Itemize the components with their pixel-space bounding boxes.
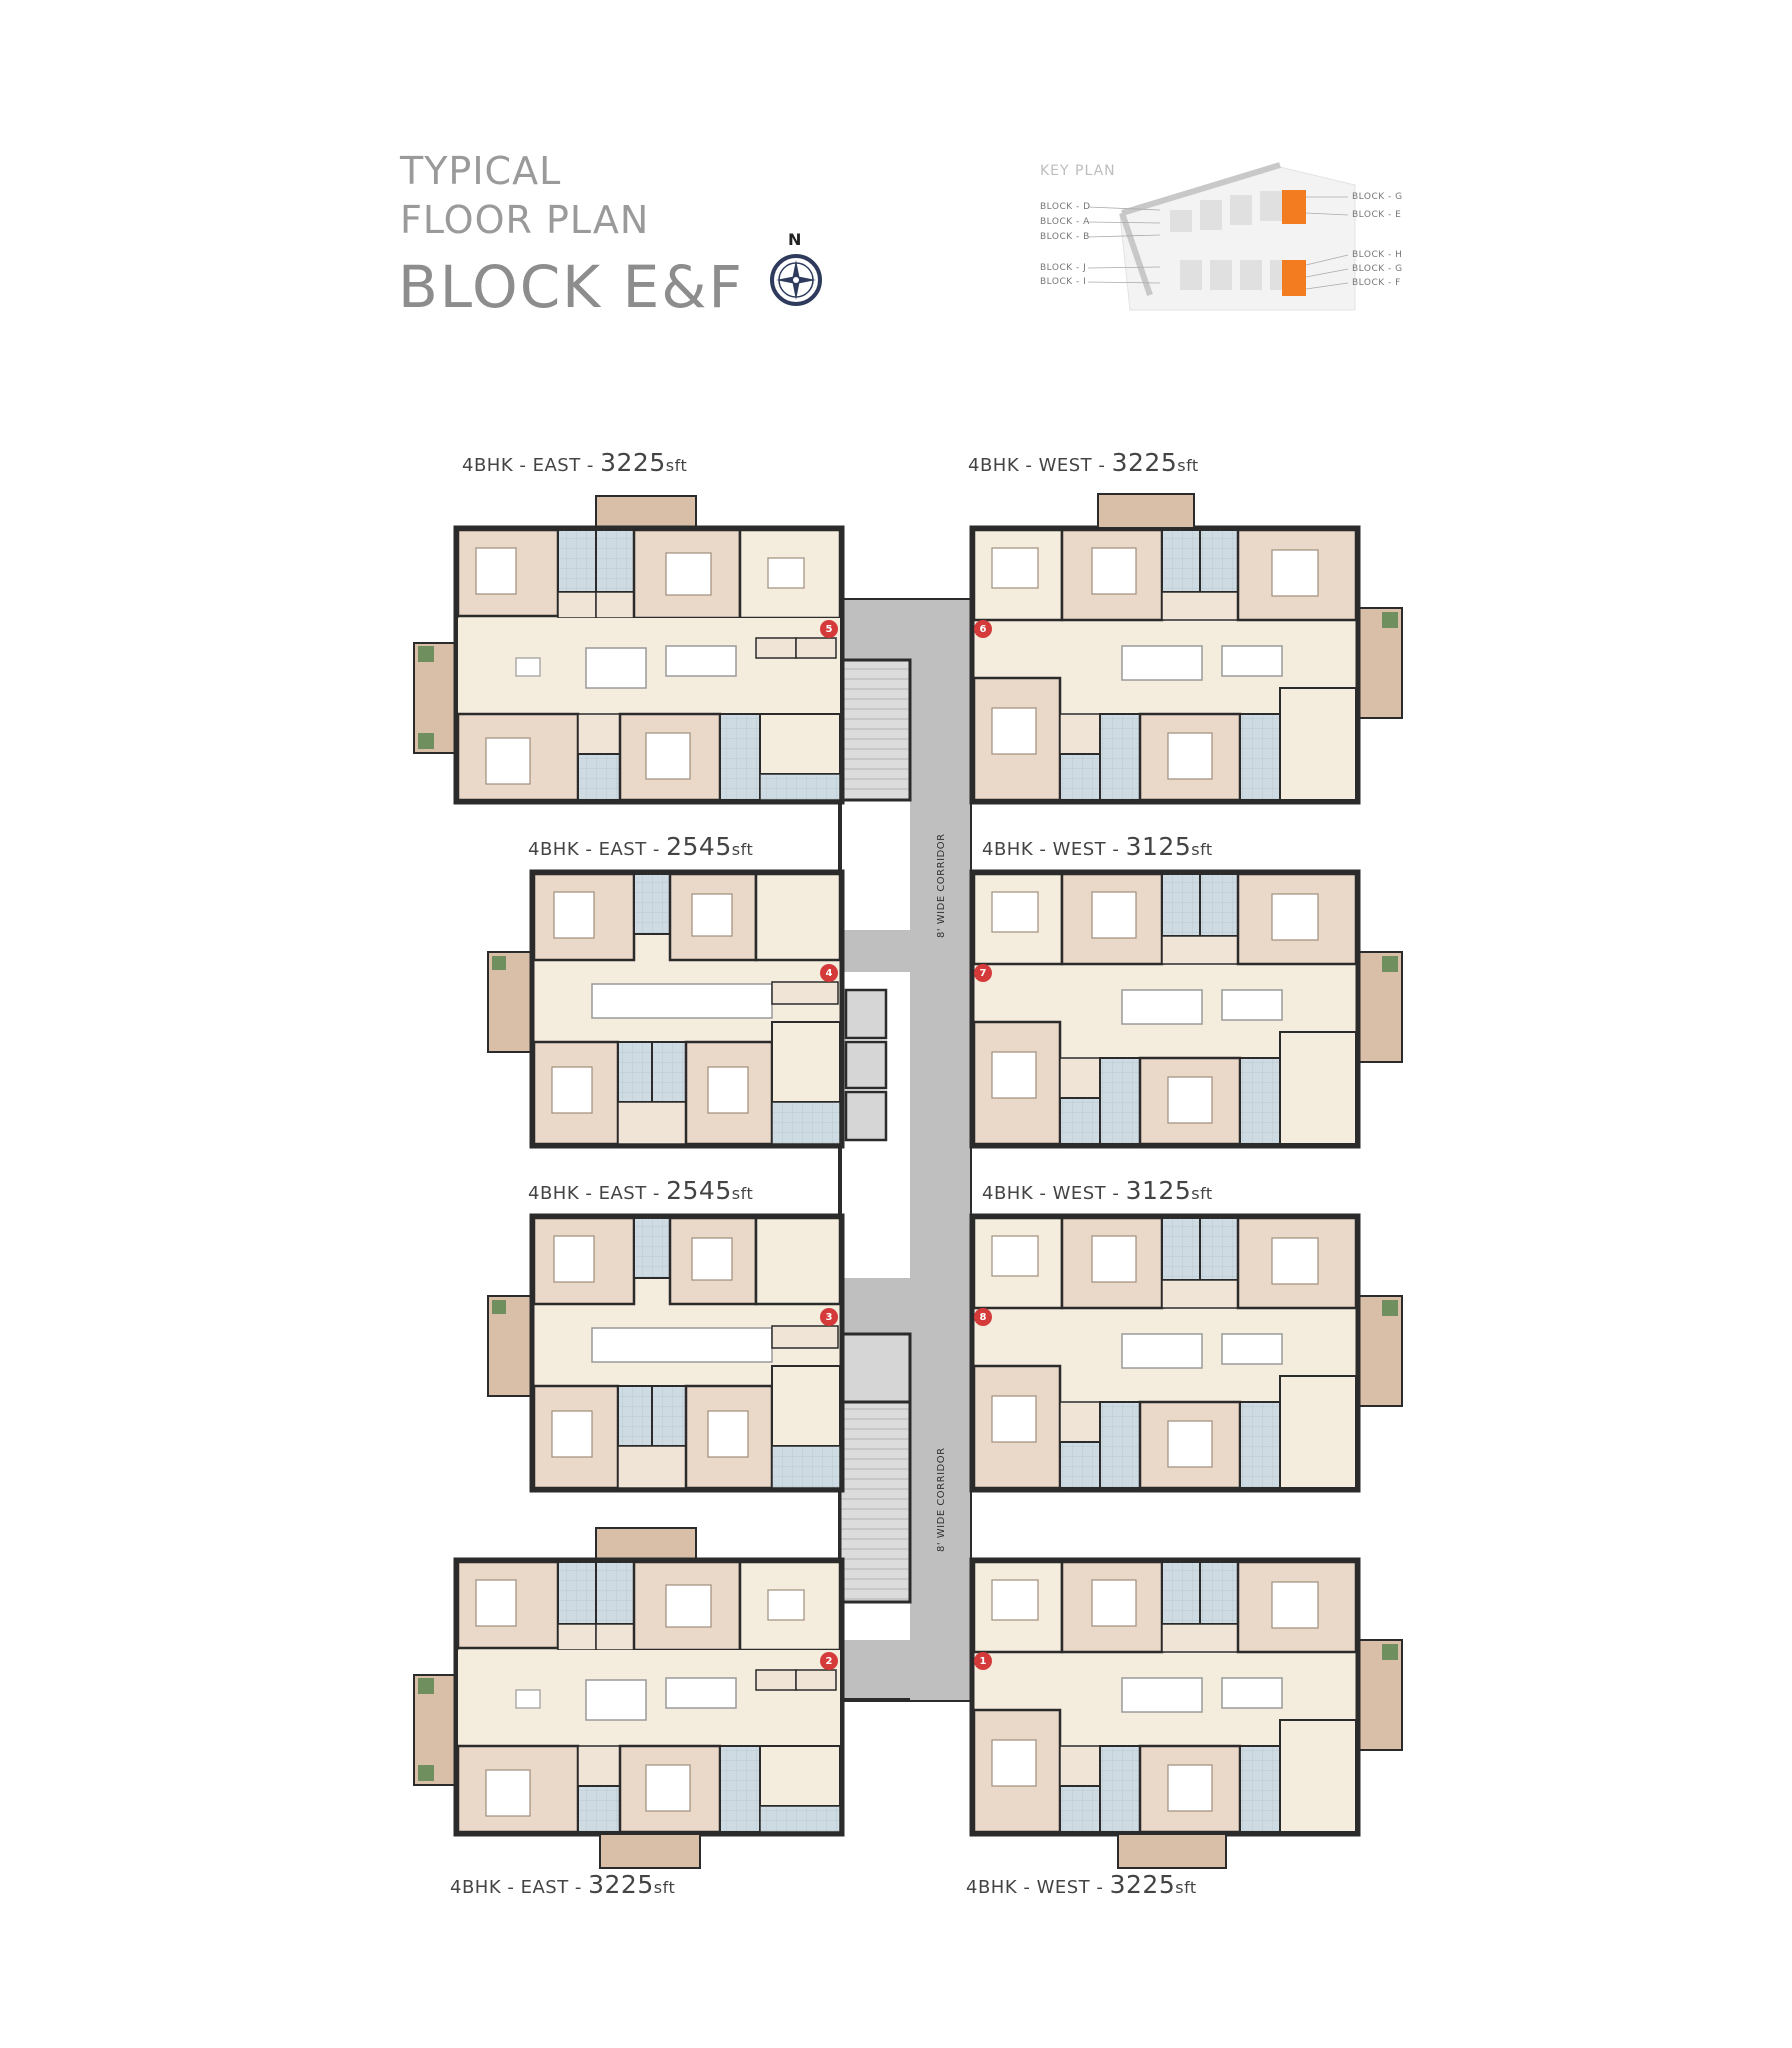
key-plan-right-label-2: BLOCK - E bbox=[1352, 210, 1402, 220]
staircase-upper bbox=[838, 658, 912, 802]
unit-5-plan bbox=[414, 496, 842, 802]
north-label: N bbox=[788, 230, 802, 249]
unit-8-plan bbox=[972, 1216, 1402, 1490]
title-line-floor-plan: FLOOR PLAN bbox=[400, 198, 650, 242]
key-plan: KEY PLAN BLOCK - D BLOCK - A BLOCK - B B… bbox=[1030, 155, 1460, 325]
key-plan-right-label-5: BLOCK - F bbox=[1352, 278, 1401, 288]
unit-marker-6: 6 bbox=[974, 620, 992, 638]
key-plan-drawing bbox=[1087, 162, 1356, 311]
unit-label-2: 4BHK - EAST - 3225sft bbox=[450, 1870, 676, 1899]
staircase-lower bbox=[838, 1400, 912, 1604]
unit-1-plan bbox=[972, 1560, 1402, 1834]
corridor-label-upper: 8' WIDE CORRIDOR bbox=[936, 833, 947, 938]
corridor bbox=[910, 600, 970, 1700]
lift-1 bbox=[844, 988, 888, 1040]
unit-label-1: 4BHK - WEST - 3225sft bbox=[966, 1870, 1197, 1899]
unit-marker-7: 7 bbox=[974, 964, 992, 982]
north-compass-icon: N bbox=[768, 230, 824, 310]
title-line-typical: TYPICAL bbox=[400, 149, 562, 193]
title-block-name: BLOCK E&F bbox=[398, 253, 744, 321]
unit-marker-8: 8 bbox=[974, 1308, 992, 1326]
unit-marker-3: 3 bbox=[820, 1308, 838, 1326]
unit-2-plan bbox=[414, 1528, 842, 1834]
corridor-label-lower: 8' WIDE CORRIDOR bbox=[936, 1447, 947, 1552]
unit-marker-4: 4 bbox=[820, 964, 838, 982]
unit-label-4: 4BHK - EAST - 2545sft bbox=[528, 832, 754, 861]
unit-label-6: 4BHK - WEST - 3225sft bbox=[968, 448, 1199, 477]
key-plan-left-label-5: BLOCK - I bbox=[1040, 277, 1087, 287]
lift-3 bbox=[844, 1090, 888, 1142]
lift-2 bbox=[844, 1040, 888, 1090]
key-plan-title: KEY PLAN bbox=[1040, 163, 1116, 179]
unit-4-plan bbox=[488, 872, 842, 1146]
lift-lobby bbox=[838, 1332, 912, 1404]
unit-marker-2: 2 bbox=[820, 1652, 838, 1670]
unit-3-plan bbox=[488, 1216, 842, 1490]
key-plan-block-f-highlight bbox=[1282, 260, 1306, 296]
unit-6-plan bbox=[972, 528, 1402, 802]
unit-marker-5: 5 bbox=[820, 620, 838, 638]
unit-label-5: 4BHK - EAST - 3225sft bbox=[462, 448, 688, 477]
key-plan-left-label-1: BLOCK - D bbox=[1040, 202, 1091, 212]
unit-label-7: 4BHK - WEST - 3125sft bbox=[982, 832, 1213, 861]
key-plan-left-label-4: BLOCK - J bbox=[1040, 263, 1087, 273]
key-plan-left-label-2: BLOCK - A bbox=[1040, 217, 1090, 227]
key-plan-block-e-highlight bbox=[1282, 190, 1306, 224]
key-plan-right-label-1: BLOCK - G bbox=[1352, 192, 1403, 202]
unit-label-3: 4BHK - EAST - 2545sft bbox=[528, 1176, 754, 1205]
unit-marker-1: 1 bbox=[974, 1652, 992, 1670]
key-plan-right-label-4: BLOCK - G bbox=[1352, 264, 1403, 274]
key-plan-right-label-3: BLOCK - H bbox=[1352, 250, 1403, 260]
unit-7-plan bbox=[972, 872, 1402, 1146]
unit-label-8: 4BHK - WEST - 3125sft bbox=[982, 1176, 1213, 1205]
key-plan-left-label-3: BLOCK - B bbox=[1040, 232, 1090, 242]
